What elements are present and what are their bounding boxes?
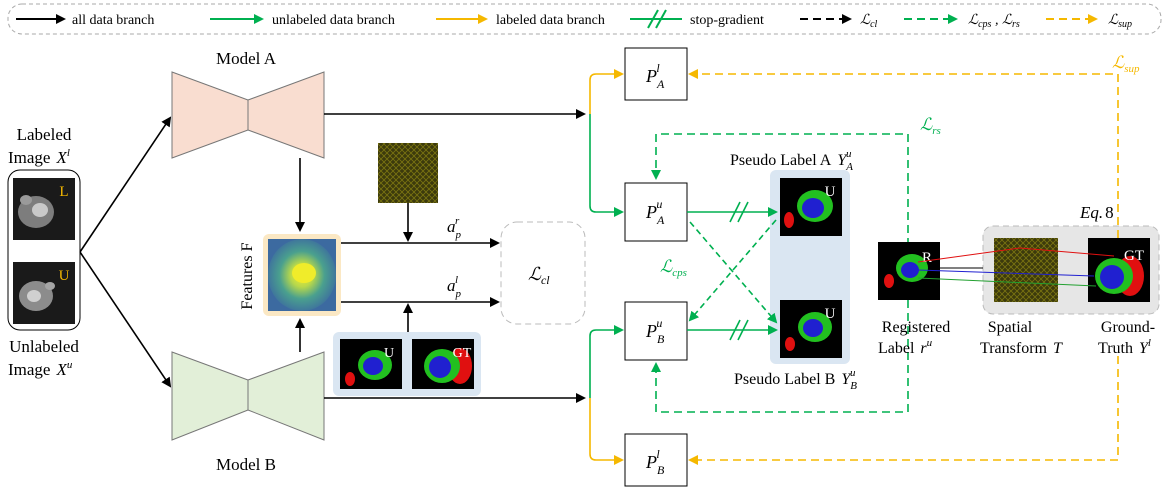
model-b-encoder [171,351,249,441]
model-a-decoder [247,71,325,159]
pal-label: PAl [645,61,665,91]
legend-labeled-label: labeled data branch [496,13,605,28]
eq-label: Eq.8 [1079,203,1114,222]
labeled-image-title: Labeled [17,125,72,144]
rs-arrow-to-pau [651,133,909,272]
spatial-transform-grid [994,238,1058,302]
model-b: Model B [171,351,325,474]
sup-loss-label: ℒsup [1112,53,1140,75]
pbl-label: PBl [645,447,665,477]
pbl-box [624,433,688,487]
arrow-model-b-to-pbl [589,398,624,465]
spatial-line1: Spatial [988,319,1033,336]
legend-sup-label: ℒsup [1108,13,1132,30]
sup-arrow-to-pal [688,69,1119,238]
cps-loss-label: ℒcps [660,257,687,279]
cl-loss-box [500,221,586,325]
ground-line1: Ground- [1101,319,1155,336]
legend-frame [7,3,1162,35]
legend-all-data-label: all data branch [72,13,154,28]
features-label: Features F [239,242,256,309]
model-a-encoder [171,71,249,159]
feature-map-core [292,263,316,283]
unlabeled-tag: U [59,268,70,284]
registered-tag: R [922,250,932,266]
transform-grid-top [378,143,438,203]
cps-arrow-b-to-a [689,221,778,324]
model-b-decoder [247,351,325,441]
pbu-box [624,301,688,361]
legend-cl-label: ℒcl [860,13,878,30]
prediction-boxes: PAl PAu PBu PBl [624,47,688,487]
unlabeled-image-title: Unlabeled [9,337,79,356]
arrow-input-to-model-a [79,116,172,253]
cps-arrow-a-to-b [688,219,777,322]
pseudo-a-tag: U [825,184,836,200]
correspondence-line-blue [917,269,1095,277]
pal-box [624,47,688,101]
rs-arrow-to-pbu [651,300,909,413]
correspondence-line-red [917,247,1115,263]
model-a: Model A [171,49,325,159]
u-gt-panel: U GT [333,332,481,396]
pau-box [624,182,688,242]
unlabeled-image-thumbnail: U [13,262,75,324]
rs-loss-label: ℒrs [920,115,941,137]
legend-cps-rs-label: ℒcps , ℒrs [968,13,1020,30]
stop-gradient-arrows [687,201,778,341]
sup-arrow-to-pbl [688,356,1119,465]
labeled-tag: L [59,184,68,200]
arrow-input-to-model-b [79,251,172,388]
apr-label: apr [447,215,462,241]
features: Features F [239,234,341,316]
legend-stop-gradient-label: stop-gradient [690,13,764,28]
apl-label: apl [447,274,462,300]
arrow-model-a-to-pal [589,69,624,114]
cl-loss-label: ℒcl [528,264,550,287]
arrow-model-b-to-pbu [589,325,624,398]
labeled-image-thumbnail: L [13,178,75,240]
legend-stop-gradient-icon [630,9,682,29]
arrow-model-a-to-pau [589,114,624,217]
pseudo-b-tag: U [825,306,836,322]
gt-tag: GT [453,346,472,361]
legend: all data branch unlabeled data branch la… [7,3,1162,35]
registered-line1: Registered [882,319,950,336]
model-a-label: Model A [216,49,277,68]
pbu-label: PBu [645,316,665,346]
pau-label: PAu [645,197,665,227]
legend-unlabeled-label: unlabeled data branch [272,13,395,28]
model-b-label: Model B [216,455,276,474]
correspondence-line-green [917,277,1097,287]
gt-tag-right: GT [1124,248,1144,264]
u-tag: U [384,346,394,361]
